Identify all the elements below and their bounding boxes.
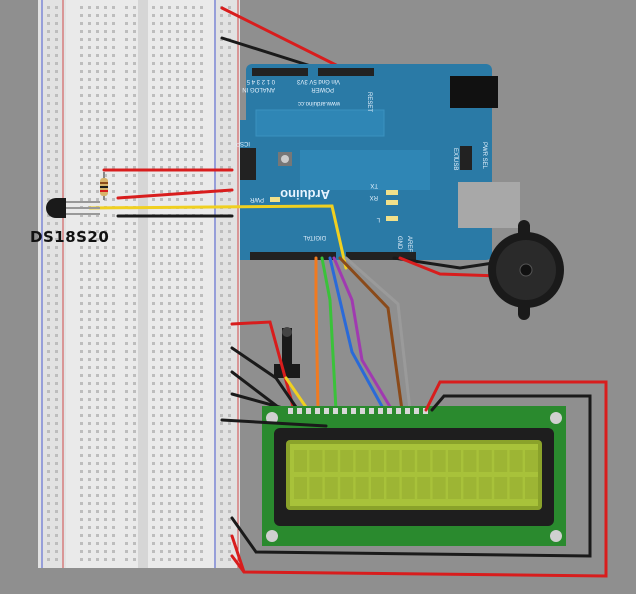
- temperature-sensor-icon: [46, 198, 100, 218]
- lcd-power-wires: [220, 380, 608, 578]
- arduino-website: www.arduino.cc: [298, 100, 341, 106]
- icsp-label: ICSP: [236, 140, 250, 146]
- digital-label: DIGITAL: [302, 234, 326, 240]
- power-header-label: POWER: [311, 86, 334, 92]
- reset-label: RESET: [366, 92, 372, 112]
- resistor-icon: [100, 172, 108, 200]
- potentiometer-icon: [274, 327, 300, 378]
- analog-pins-label: 0 1 2 3 4 5: [246, 78, 275, 84]
- sensor-wires: [88, 168, 348, 270]
- usb-label: USB: [452, 158, 458, 170]
- sensor-label: DS18S20: [30, 228, 110, 246]
- rx-label: RX: [370, 194, 378, 200]
- lcd-display-icon: [262, 406, 566, 546]
- ext-label: EXT: [452, 148, 458, 160]
- gnd-label: GND: [396, 236, 402, 250]
- pwr-sel-label: PWR SEL: [481, 142, 487, 170]
- pwr-label: PWR: [249, 196, 264, 202]
- aref-label: AREF: [406, 236, 412, 252]
- lcd-data-wires: [314, 256, 412, 412]
- tx-label: TX: [370, 182, 378, 188]
- piezo-buzzer-icon: [488, 220, 564, 320]
- arduino-leds: [270, 190, 398, 221]
- l-label: L: [376, 216, 380, 222]
- power-pins-label: Vin Gnd 5V 3V3: [296, 78, 340, 84]
- breadboard: [38, 0, 240, 568]
- usb-connector-icon: [458, 182, 520, 228]
- buzzer-wires: [392, 256, 502, 278]
- arduino-board: [240, 64, 520, 260]
- analog-in-label: ANALOG IN: [242, 86, 275, 92]
- arduino-brand: Arduino: [280, 187, 330, 202]
